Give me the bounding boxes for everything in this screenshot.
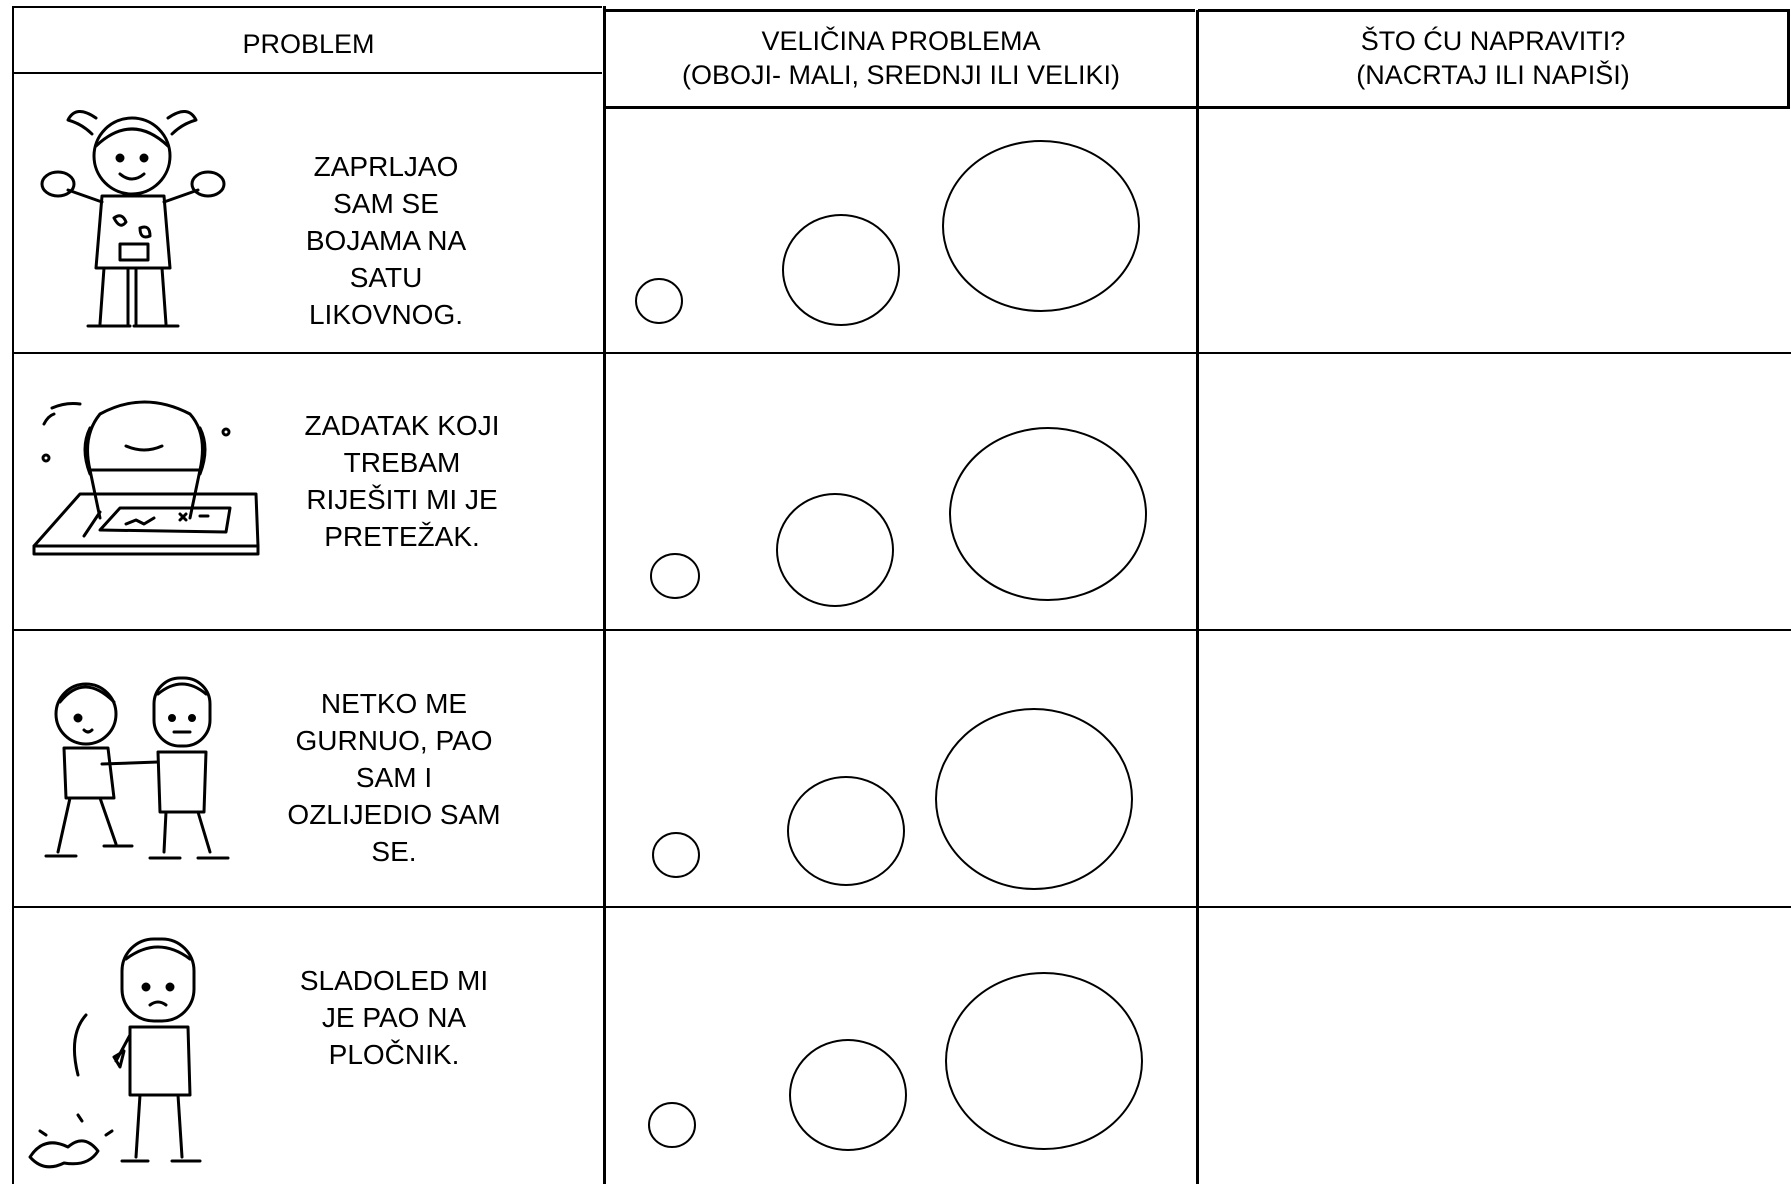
size-circles-2 bbox=[650, 427, 1147, 607]
answer-cell-3[interactable] bbox=[1199, 631, 1790, 906]
row-divider-1 bbox=[12, 352, 1791, 354]
column-divider-1 bbox=[603, 6, 606, 1184]
action-header-top-border bbox=[1198, 9, 1790, 12]
size-circles-4 bbox=[648, 972, 1143, 1151]
table-top-border bbox=[12, 6, 602, 8]
row-divider-3 bbox=[12, 906, 1791, 908]
row-divider-2 bbox=[12, 629, 1791, 631]
size-header-top-border bbox=[605, 9, 1195, 12]
size-header-instructions: (OBOJI- MALI, SREDNJI ILI VELIKI) bbox=[681, 60, 1121, 90]
size-circles-1 bbox=[635, 140, 1140, 326]
action-header-right-border bbox=[1787, 10, 1790, 109]
large-circle[interactable] bbox=[945, 972, 1143, 1150]
problem-text-1: ZAPRLJAO SAM SE BOJAMA NA SATU LIKOVNOG. bbox=[305, 151, 467, 330]
size-header-title: VELIČINA PROBLEMA bbox=[761, 26, 1041, 56]
medium-circle[interactable] bbox=[776, 493, 894, 607]
small-circle[interactable] bbox=[652, 832, 700, 878]
problem-header-bottom-border bbox=[12, 72, 602, 74]
medium-circle[interactable] bbox=[782, 214, 900, 326]
answer-cell-1[interactable] bbox=[1199, 111, 1790, 352]
answer-cell-4[interactable] bbox=[1199, 908, 1790, 1184]
action-header-instructions: (NACRTAJ ILI NAPIŠI) bbox=[1356, 60, 1630, 90]
small-circle[interactable] bbox=[635, 278, 683, 324]
action-header-title: ŠTO ĆU NAPRAVITI? bbox=[1360, 26, 1626, 56]
table-left-border bbox=[12, 6, 14, 1184]
column-divider-2 bbox=[1196, 10, 1199, 1184]
small-circle[interactable] bbox=[650, 553, 700, 599]
large-circle[interactable] bbox=[949, 427, 1147, 601]
large-circle[interactable] bbox=[935, 708, 1133, 890]
problem-text-4: SLADOLED MI JE PAO NA PLOČNIK. bbox=[299, 965, 489, 1070]
frustrated-student-icon bbox=[32, 400, 260, 556]
small-circle[interactable] bbox=[648, 1102, 696, 1148]
answer-cell-2[interactable] bbox=[1199, 354, 1790, 629]
pushing-kids-icon bbox=[44, 676, 230, 860]
problem-text-2: ZADATAK KOJI TREBAM RIJEŠITI MI JE PRETE… bbox=[304, 410, 500, 552]
size-column-header: VELIČINA PROBLEMA (OBOJI- MALI, SREDNJI … bbox=[606, 24, 1196, 92]
messy-girl-icon bbox=[40, 110, 226, 328]
problem-column-header: PROBLEM bbox=[242, 29, 375, 59]
size-circles-3 bbox=[652, 708, 1133, 890]
dropped-ice-cream-icon bbox=[28, 937, 202, 1169]
medium-circle[interactable] bbox=[789, 1039, 907, 1151]
medium-circle[interactable] bbox=[787, 776, 905, 886]
large-circle[interactable] bbox=[942, 140, 1140, 312]
problem-text-3: NETKO ME GURNUO, PAO SAM I OZLIJEDIO SAM… bbox=[287, 688, 501, 867]
action-column-header: ŠTO ĆU NAPRAVITI? (NACRTAJ ILI NAPIŠI) bbox=[1199, 24, 1787, 92]
